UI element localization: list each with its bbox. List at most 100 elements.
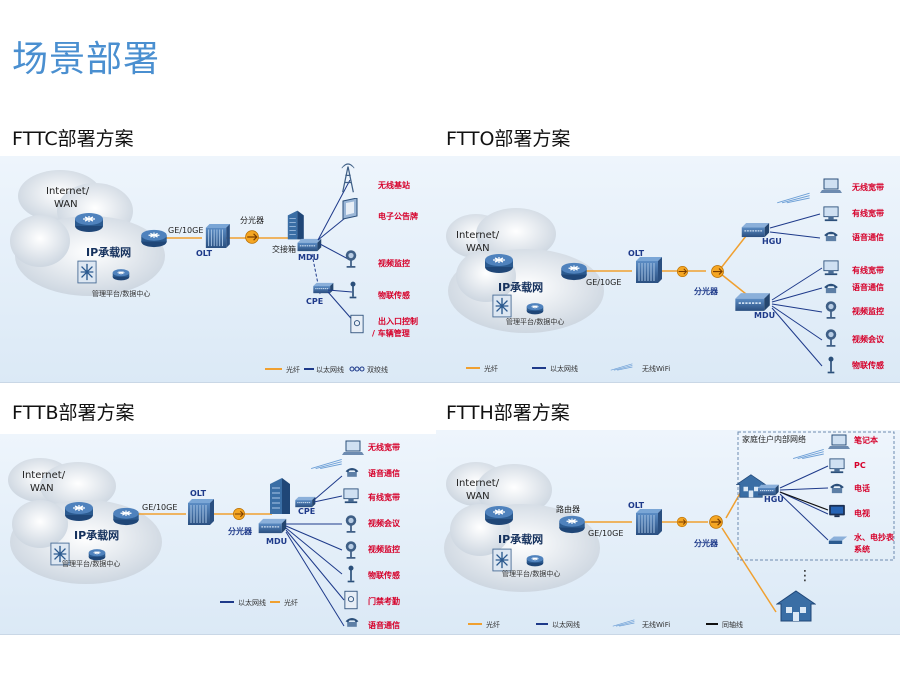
olt-icon: [187, 498, 214, 526]
service-label: 无线宽带: [367, 442, 400, 452]
olt-icon: [635, 256, 662, 284]
mdu-label: MDU: [298, 253, 319, 262]
service-label: 系统: [854, 544, 870, 554]
splitter-icon: [232, 507, 246, 521]
service-label: 语音通信: [852, 282, 884, 292]
cloud-label-top: Internet/: [22, 470, 66, 481]
camera-icon: [345, 250, 357, 268]
hgu-icon: [757, 484, 780, 496]
router-icon: [64, 501, 94, 522]
service-label: 视频监控: [852, 306, 884, 316]
mgmt-label: 管理平台/数据中心: [506, 317, 564, 326]
more-dots: ⋮: [798, 568, 812, 584]
ftto-legend: 光纤 以太网线 无线WiFi: [466, 363, 670, 373]
ge-label: GE/10GE: [168, 226, 203, 235]
fttc-title: FTTC部署方案: [12, 128, 134, 150]
router-label: 路由器: [556, 504, 580, 514]
cabinet-label: 交接箱: [272, 244, 296, 254]
splitter-label: 分光器: [240, 215, 264, 225]
cpe-icon: [312, 282, 334, 294]
ge-label: GE/10GE: [588, 529, 623, 538]
access-control-icon: [344, 590, 358, 610]
service-label: 电子公告牌: [378, 211, 418, 221]
phone-icon: [830, 483, 844, 494]
meter-icon: [828, 536, 848, 544]
ge-label: GE/10GE: [142, 503, 177, 512]
service-label: 无线基站: [377, 180, 410, 190]
olt-label: OLT: [190, 489, 207, 498]
wifi-icon: [792, 448, 825, 460]
fttb-legend: 以太网线 光纤: [220, 598, 298, 607]
hgu-icon: [741, 222, 770, 238]
service-label: 电话: [854, 483, 870, 493]
mdu-icon: [296, 238, 322, 252]
router-icon: [484, 505, 514, 526]
cpe-label: CPE: [306, 297, 323, 306]
legend-label: 光纤: [484, 364, 498, 373]
service-label: 门禁考勤: [368, 596, 400, 606]
sensor-icon: [347, 565, 355, 583]
home-network-label: 家庭住户内部网络: [742, 434, 806, 444]
ftto-diagram: Internet/ WAN IP承载网 管理平台/数据中心 GE/10GE OL…: [436, 156, 900, 383]
service-label: 物联传感: [378, 290, 410, 300]
server-icon: [492, 548, 512, 572]
server-icon: [77, 260, 97, 284]
base-station-icon: [341, 163, 355, 193]
phone-icon: [345, 618, 359, 627]
cpe-icon: [294, 496, 316, 508]
hgu-label: HGU: [762, 237, 782, 246]
legend-label: 以太网线: [316, 365, 344, 374]
internet-cloud: [444, 462, 600, 592]
legend-label: 无线WiFi: [642, 620, 670, 629]
cloud-label-top: Internet/: [46, 186, 90, 197]
sensor-icon: [349, 281, 357, 299]
fttc-diagram: Internet/ WAN IP承载网 管理平台/数据中心 GE/10GE OL…: [0, 156, 437, 383]
service-label: 语音通信: [368, 620, 400, 630]
pc-icon: [343, 488, 359, 504]
ip-network-label: IP承载网: [498, 532, 543, 546]
service-label: 语音通信: [368, 468, 400, 478]
mdu-icon: [734, 292, 771, 312]
small-router-icon: [112, 268, 130, 281]
wifi-icon: [610, 363, 633, 371]
small-router-icon: [526, 302, 544, 315]
internet-cloud: [8, 458, 162, 584]
ftth-diagram: Internet/ WAN IP承载网 管理平台/数据中心 路由器 GE/10G…: [436, 430, 900, 635]
splitter-label: 分光器: [694, 286, 719, 296]
small-router-icon: [526, 554, 544, 567]
service-label: 无线宽带: [851, 182, 884, 192]
olt-icon: [635, 508, 662, 536]
splitter-label: 分光器: [694, 538, 719, 548]
ge-label: GE/10GE: [586, 278, 621, 287]
splitter-icon: [676, 516, 688, 528]
phone-icon: [824, 283, 838, 294]
home-router-icon: [558, 515, 586, 534]
legend-label: 光纤: [286, 365, 300, 374]
wifi-icon: [612, 619, 635, 627]
router-icon: [484, 253, 514, 274]
phone-icon: [345, 468, 359, 477]
ip-network-label: IP承载网: [498, 280, 543, 294]
service-label: 有线宽带: [852, 265, 884, 275]
video-conference-icon: [345, 515, 357, 533]
olt-label: OLT: [196, 249, 213, 258]
ip-network-label: IP承载网: [86, 245, 131, 259]
service-label: 笔记本: [854, 435, 878, 445]
pc-icon: [823, 206, 839, 222]
pc-icon: [823, 260, 839, 276]
gate-icon: [350, 314, 364, 334]
mgmt-label: 管理平台/数据中心: [92, 289, 150, 298]
internet-cloud: [10, 170, 165, 296]
laptop-icon: [342, 440, 364, 456]
olt-label: OLT: [628, 501, 645, 510]
cloud-label-bottom: WAN: [54, 199, 78, 210]
service-label: 出入口控制: [378, 316, 418, 326]
service-label: 电视: [854, 508, 870, 518]
cloud-label-bottom: WAN: [30, 483, 54, 494]
mgmt-label: 管理平台/数据中心: [502, 569, 560, 578]
home-network-box: [737, 431, 895, 561]
laptop-icon: [828, 434, 850, 450]
sensor-icon: [827, 356, 835, 374]
house-icon: [776, 590, 816, 622]
legend-label: 同轴线: [722, 620, 743, 629]
